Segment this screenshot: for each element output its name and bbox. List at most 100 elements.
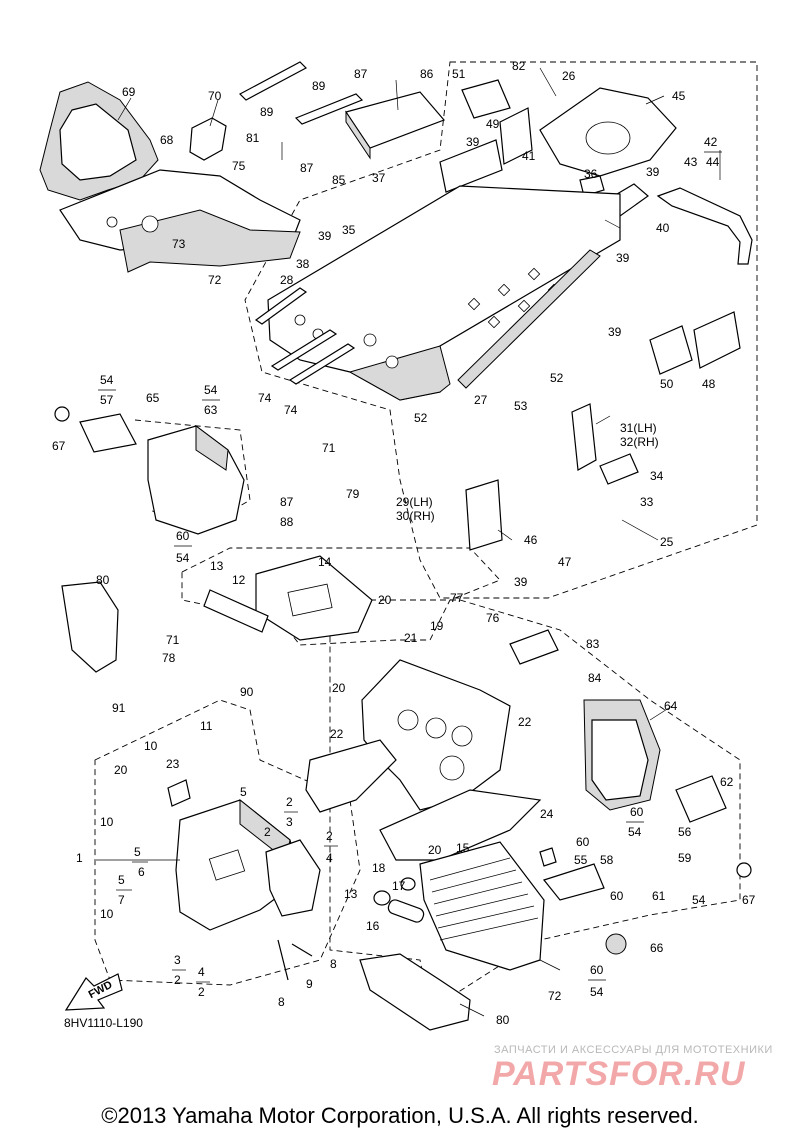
copyright-notice: ©2013 Yamaha Motor Corporation, U.S.A. A… [101, 1103, 699, 1128]
group-brackets [98, 151, 722, 983]
callout-60: 60 [630, 805, 644, 819]
callout-1: 1 [76, 851, 83, 865]
part-12-shaft [203, 589, 269, 633]
group-outline-lower-right [329, 599, 741, 1011]
callout-38: 38 [296, 257, 310, 271]
callout-29-lh: 29(LH) [396, 495, 433, 509]
callout-labels: 69 70 89 89 87 86 51 82 26 45 68 81 75 8… [52, 59, 756, 1027]
callout-20: 20 [332, 681, 346, 695]
part-36-cap [579, 175, 605, 197]
callout-50: 50 [660, 377, 674, 391]
callout-2: 2 [326, 829, 333, 843]
callout-10: 10 [100, 907, 114, 921]
callout-37: 37 [372, 171, 386, 185]
callout-73: 73 [172, 237, 186, 251]
part-48-plate [693, 311, 741, 369]
callout-20: 20 [114, 763, 128, 777]
callout-2: 2 [174, 973, 181, 987]
frame-hole [397, 709, 419, 731]
callout-57: 57 [100, 393, 114, 407]
callout-21: 21 [404, 631, 418, 645]
part-27-slide-rail [457, 249, 601, 389]
part-56-bracket [675, 775, 727, 823]
group-outline-upper [244, 61, 758, 599]
callout-67: 67 [52, 439, 66, 453]
part-83-plate [509, 629, 559, 665]
callout-36: 36 [584, 167, 598, 181]
callout-9: 9 [306, 977, 313, 991]
callout-12: 12 [232, 573, 246, 587]
callout-22: 22 [330, 727, 344, 741]
frame-hole [425, 717, 447, 739]
callout-6: 6 [138, 865, 145, 879]
callout-87: 87 [354, 67, 368, 81]
frame-hole [439, 755, 465, 781]
callout-65: 65 [146, 391, 160, 405]
callout-90: 90 [240, 685, 254, 699]
part-25-tunnel-side [348, 345, 451, 401]
callout-40: 40 [656, 221, 670, 235]
part-50-plate [649, 325, 693, 375]
callout-54: 54 [590, 985, 604, 999]
callout-54: 54 [100, 373, 114, 387]
callout-63: 63 [204, 403, 218, 417]
callout-51: 51 [452, 67, 466, 81]
callout-5: 5 [118, 873, 125, 887]
callout-10: 10 [144, 739, 158, 753]
frame-hole [106, 216, 118, 228]
part-64-skid-plate-face [591, 719, 649, 801]
part-31-32-side-bracket [571, 403, 597, 471]
plate-opening [585, 121, 631, 155]
part-55-clip [539, 847, 557, 867]
callout-75: 75 [232, 159, 246, 173]
callout-71: 71 [322, 441, 336, 455]
watermark-subtitle: ЗАПЧАСТИ И АКСЕССУАРЫ ДЛЯ МОТОТЕХНИКИ [494, 1044, 773, 1056]
watermark-logo: PARTSFOR.RU [492, 1055, 746, 1093]
callout-87: 87 [300, 161, 314, 175]
callout-20: 20 [428, 843, 442, 857]
callout-4: 4 [198, 965, 205, 979]
callout-86: 86 [420, 67, 434, 81]
callout-60: 60 [576, 835, 590, 849]
callout-54: 54 [692, 893, 706, 907]
callout-20: 20 [378, 593, 392, 607]
callout-89: 89 [312, 79, 326, 93]
callout-43: 43 [684, 155, 698, 169]
callout-5: 5 [240, 785, 247, 799]
part-67-grommet [736, 862, 752, 878]
callout-53: 53 [514, 399, 528, 413]
leader-lines [96, 67, 721, 1017]
callout-85: 85 [332, 173, 346, 187]
callout-32-rh: 32(RH) [620, 435, 659, 449]
callout-64: 64 [664, 699, 678, 713]
part-67-grommet [54, 406, 70, 422]
callout-52: 52 [414, 411, 428, 425]
callout-22: 22 [518, 715, 532, 729]
callout-80: 80 [96, 573, 110, 587]
callout-58: 58 [600, 853, 614, 867]
callout-41: 41 [522, 149, 536, 163]
part-17-clamp [400, 877, 416, 891]
callout-23: 23 [166, 757, 180, 771]
callout-84: 84 [588, 671, 602, 685]
part-80-duct-lower [359, 953, 471, 1031]
part-51-plate [461, 79, 511, 119]
callout-59: 59 [678, 851, 692, 865]
callout-42: 42 [704, 135, 718, 149]
callout-79: 79 [346, 487, 360, 501]
plate-slot [287, 583, 333, 617]
callout-60: 60 [610, 889, 624, 903]
part-80-duct-upper [61, 581, 119, 673]
callout-39: 39 [466, 135, 480, 149]
callout-87: 87 [280, 495, 294, 509]
callout-55: 55 [574, 853, 588, 867]
callout-45: 45 [672, 89, 686, 103]
frame-hole [451, 725, 473, 747]
callout-54: 54 [176, 551, 190, 565]
callout-60: 60 [590, 963, 604, 977]
part-18-clamp [373, 890, 391, 906]
callout-15: 15 [456, 841, 470, 855]
callout-39: 39 [514, 575, 528, 589]
part-34-plate [599, 453, 639, 485]
